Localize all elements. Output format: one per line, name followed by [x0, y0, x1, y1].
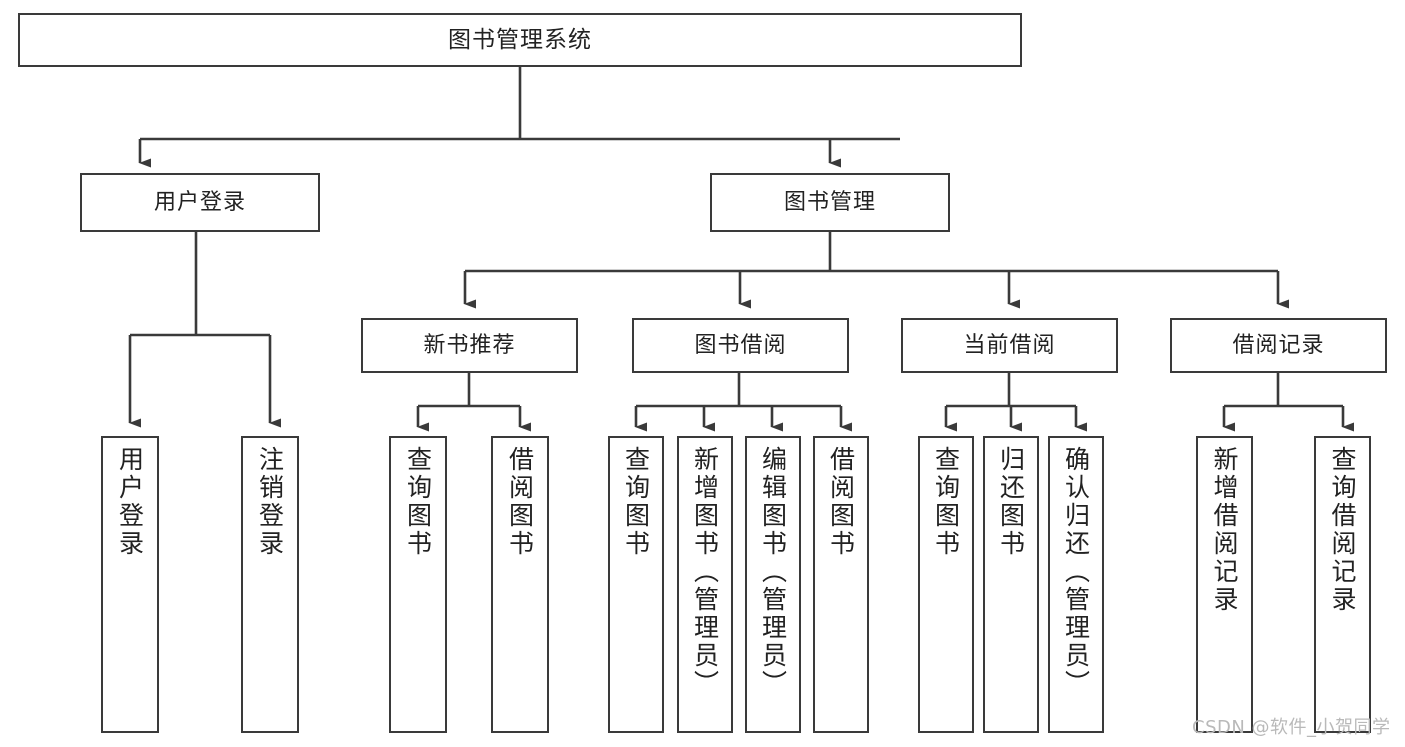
node-label: 查询图书 [403, 446, 433, 558]
leaf-query-borrow-record[interactable]: 查询借阅记录 [1314, 436, 1371, 733]
node-label: 查询图书 [931, 446, 961, 558]
node-label: 当前借阅 [963, 332, 1056, 358]
leaf-add-borrow-record[interactable]: 新增借阅记录 [1196, 436, 1253, 733]
node-label: 查询借阅记录 [1328, 446, 1357, 614]
leaf-edit-book-admin[interactable]: 编辑图书（管理员） [745, 436, 801, 733]
node-label: 图书管理 [783, 189, 876, 215]
leaf-return-books[interactable]: 归还图书 [983, 436, 1039, 733]
node-label: 用户登录 [115, 446, 145, 558]
csdn-watermark: CSDN @软件_小贺同学 [1192, 717, 1391, 738]
node-label: 查询图书 [621, 446, 651, 558]
leaf-borrow-books-borrowing[interactable]: 借阅图书 [813, 436, 869, 733]
node-label: 确认归还（管理员） [1061, 446, 1091, 698]
node-root-book-management-system[interactable]: 图书管理系统 [18, 13, 1022, 67]
leaf-query-books-recommend[interactable]: 查询图书 [389, 436, 447, 733]
node-label: 图书借阅 [694, 332, 787, 358]
leaf-user-login[interactable]: 用户登录 [101, 436, 159, 733]
leaf-add-book-admin[interactable]: 新增图书（管理员） [677, 436, 733, 733]
node-label: 借阅记录 [1232, 332, 1325, 358]
leaf-query-books-borrowing[interactable]: 查询图书 [608, 436, 664, 733]
node-label: 注销登录 [255, 446, 285, 558]
node-borrowing-records[interactable]: 借阅记录 [1170, 318, 1387, 373]
node-label: 借阅图书 [505, 446, 535, 558]
node-label: 新增借阅记录 [1210, 446, 1239, 614]
node-label: 用户登录 [153, 189, 246, 215]
leaf-confirm-return-admin[interactable]: 确认归还（管理员） [1048, 436, 1104, 733]
node-current-borrowing[interactable]: 当前借阅 [901, 318, 1118, 373]
node-label: 图书管理系统 [448, 26, 592, 53]
leaf-logout[interactable]: 注销登录 [241, 436, 299, 733]
node-label: 新书推荐 [423, 332, 516, 358]
node-label: 归还图书 [996, 446, 1026, 558]
node-user-login[interactable]: 用户登录 [80, 173, 320, 232]
node-book-management[interactable]: 图书管理 [710, 173, 950, 232]
node-book-borrowing[interactable]: 图书借阅 [632, 318, 849, 373]
leaf-borrow-books-recommend[interactable]: 借阅图书 [491, 436, 549, 733]
node-new-book-recommendation[interactable]: 新书推荐 [361, 318, 578, 373]
node-label: 新增图书（管理员） [690, 446, 720, 698]
node-label: 编辑图书（管理员） [758, 446, 788, 698]
node-label: 借阅图书 [826, 446, 856, 558]
leaf-query-books-current[interactable]: 查询图书 [918, 436, 974, 733]
